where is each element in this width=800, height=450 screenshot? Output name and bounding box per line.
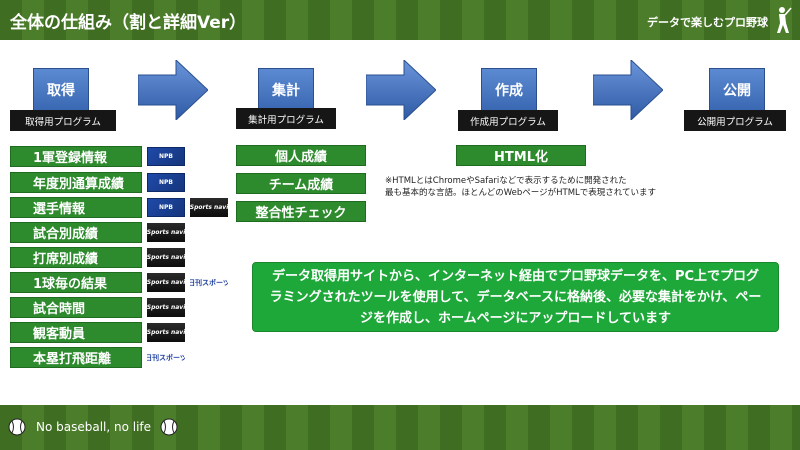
html-note-line: ※HTMLとはChromeやSafariなどで表示するために開発された bbox=[385, 176, 627, 186]
summary-text: データ取得用サイトから、インターネット経由でプロ野球データを、PC上でプログラミ… bbox=[269, 268, 762, 326]
stage-aggregate: 集計 bbox=[258, 68, 314, 112]
stage-publish: 公開 bbox=[709, 68, 765, 112]
stage-aggregate-program: 集計用プログラム bbox=[236, 108, 336, 129]
sportsnavi-logo: Sports navi bbox=[147, 223, 185, 242]
agg-item-individual: 個人成績 bbox=[236, 145, 366, 166]
summary-box: データ取得用サイトから、インターネット経由でプロ野球データを、PC上でプログラミ… bbox=[252, 262, 779, 332]
nikkan-sports-logo: 日刊スポーツ bbox=[147, 353, 185, 362]
stage-acquire-label: 取得 bbox=[47, 83, 75, 99]
agg-item-consistency: 整合性チェック bbox=[236, 201, 366, 222]
stage-publish-label: 公開 bbox=[723, 83, 751, 99]
header-bar: 全体の仕組み（割と詳細Ver） データで楽しむプロ野球 bbox=[0, 0, 800, 40]
html-note: ※HTMLとはChromeやSafariなどで表示するために開発された 最も基本… bbox=[385, 175, 765, 199]
data-item-pitch-results: 1球毎の結果 bbox=[10, 272, 142, 293]
sportsnavi-logo: Sports navi bbox=[190, 198, 228, 217]
stage-acquire-program: 取得用プログラム bbox=[10, 110, 116, 131]
footer-bar: No baseball, no life bbox=[0, 405, 800, 450]
batter-silhouette-icon bbox=[777, 7, 792, 33]
stage-create: 作成 bbox=[481, 68, 537, 112]
create-item-html: HTML化 bbox=[456, 145, 586, 166]
data-item-attendance: 観客動員 bbox=[10, 322, 142, 343]
agg-item-team: チーム成績 bbox=[236, 173, 366, 194]
flow-arrow-icon bbox=[593, 60, 663, 120]
data-item-roster: 1軍登録情報 bbox=[10, 146, 142, 167]
baseball-icon bbox=[160, 418, 178, 436]
stage-acquire: 取得 bbox=[33, 68, 89, 112]
stage-create-program: 作成用プログラム bbox=[458, 110, 558, 131]
data-item-yearly-stats: 年度別通算成績 bbox=[10, 172, 142, 193]
footer-tagline: No baseball, no life bbox=[36, 420, 152, 434]
sportsnavi-logo: Sports navi bbox=[147, 248, 185, 267]
nikkan-sports-logo: 日刊スポーツ bbox=[190, 278, 228, 287]
data-item-game-stats: 試合別成績 bbox=[10, 222, 142, 243]
baseball-icon bbox=[8, 418, 26, 436]
page-title: 全体の仕組み（割と詳細Ver） bbox=[10, 13, 247, 33]
sportsnavi-logo: Sports navi bbox=[147, 298, 185, 317]
stage-publish-program: 公開用プログラム bbox=[684, 110, 786, 131]
data-item-game-time: 試合時間 bbox=[10, 297, 142, 318]
brand-name: データで楽しむプロ野球 bbox=[647, 16, 768, 29]
flow-arrow-icon bbox=[366, 60, 436, 120]
sportsnavi-logo: Sports navi bbox=[147, 323, 185, 342]
npb-logo: NPB bbox=[147, 173, 185, 192]
sportsnavi-logo: Sports navi bbox=[147, 273, 185, 292]
data-item-hr-distance: 本塁打飛距離 bbox=[10, 347, 142, 368]
html-note-line: 最も基本的な言語。ほとんどのWebページがHTMLで表現されています bbox=[385, 188, 657, 198]
flow-arrow-icon bbox=[138, 60, 208, 120]
npb-logo: NPB bbox=[147, 147, 185, 166]
stage-aggregate-label: 集計 bbox=[272, 83, 300, 99]
stage-create-label: 作成 bbox=[495, 83, 523, 99]
data-item-player-info: 選手情報 bbox=[10, 197, 142, 218]
npb-logo: NPB bbox=[147, 198, 185, 217]
data-item-at-bat-stats: 打席別成績 bbox=[10, 247, 142, 268]
